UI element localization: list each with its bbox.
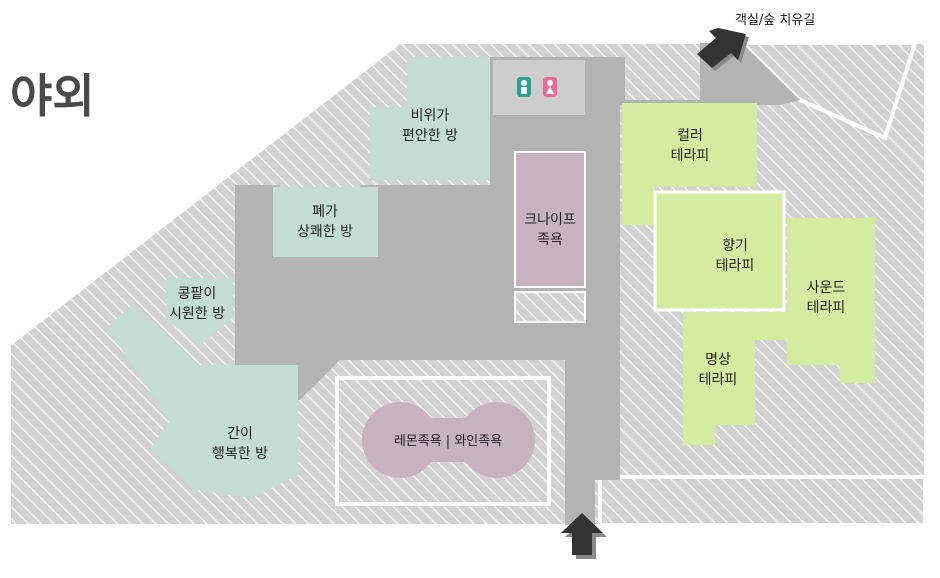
- label-biwiga-2: 편안한 방: [402, 128, 458, 144]
- label-meditation-2: 테라피: [699, 372, 738, 388]
- label-biwiga-1: 비위가: [411, 108, 450, 124]
- label-lemon-wine: 레몬족욕 | 와인족욕: [394, 434, 502, 449]
- destination-label: 객실/숲 치유길: [735, 13, 815, 28]
- label-color-1: 컬러: [677, 128, 703, 144]
- label-color-2: 테라피: [671, 148, 710, 164]
- label-kongpat-2: 시원한 방: [169, 306, 225, 322]
- female-restroom-icon: [543, 77, 557, 97]
- room-biwiga[interactable]: [370, 57, 490, 180]
- room-sound[interactable]: [787, 218, 875, 383]
- label-pyega-2: 상쾌한 방: [297, 224, 353, 240]
- room-kongpat[interactable]: [166, 278, 233, 345]
- room-meditation[interactable]: [683, 312, 787, 445]
- label-sound-1: 사운드: [807, 280, 846, 296]
- room-scent[interactable]: [653, 190, 786, 312]
- male-restroom-icon: [517, 77, 531, 97]
- label-kongpat-1: 콩팥이: [178, 286, 217, 302]
- room-gani[interactable]: [107, 305, 298, 498]
- label-knife-2: 족욕: [537, 232, 563, 248]
- entrance-arrow-icon: [561, 513, 607, 559]
- label-pyega-1: 폐가: [312, 204, 338, 220]
- label-knife-1: 크나이프: [524, 212, 576, 228]
- room-pyega[interactable]: [273, 187, 378, 257]
- label-gani-1: 간이: [227, 426, 253, 442]
- room-lemon-wine[interactable]: [362, 402, 535, 478]
- restroom: [493, 60, 585, 115]
- label-scent-1: 향기: [722, 238, 748, 254]
- page-title: 야외: [10, 69, 95, 123]
- room-color[interactable]: [622, 103, 757, 225]
- spa-divider-block: [514, 291, 586, 323]
- exit-arrow-icon: [697, 28, 749, 71]
- label-sound-2: 테라피: [807, 300, 846, 316]
- label-scent-2: 테라피: [716, 258, 755, 274]
- label-gani-2: 행복한 방: [212, 446, 268, 462]
- label-meditation-1: 명상: [705, 352, 731, 368]
- room-knife[interactable]: [514, 151, 586, 288]
